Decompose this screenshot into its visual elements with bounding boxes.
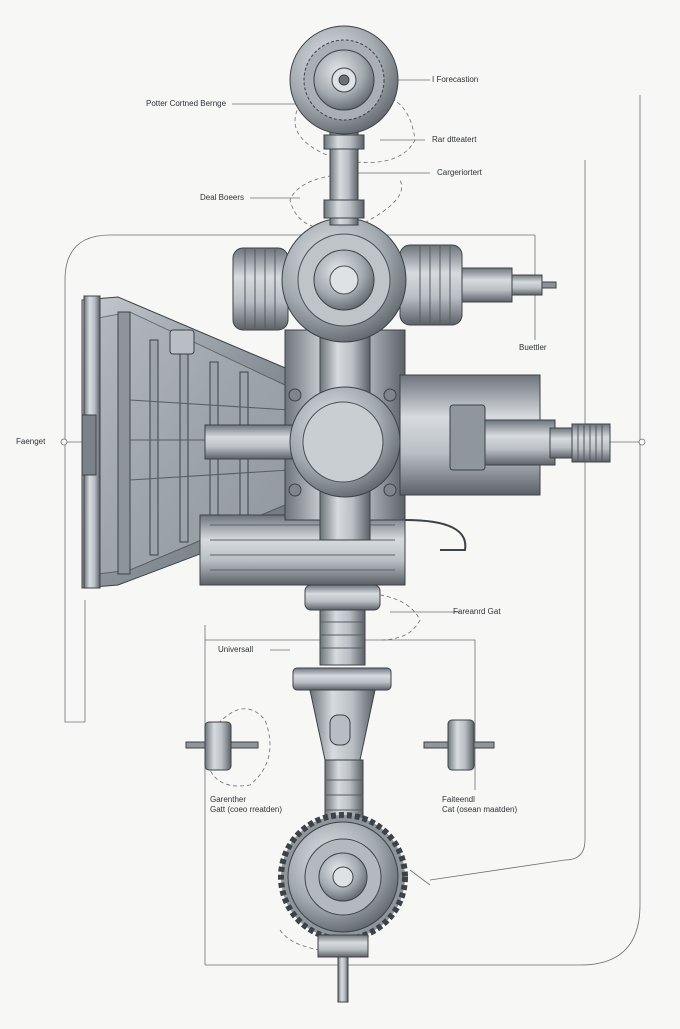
bottom-gear (278, 812, 408, 1003)
dashed-leaders (204, 94, 421, 951)
leader-terminals (60, 438, 646, 446)
label-universall: Universall (218, 645, 254, 654)
right-small-gear (423, 719, 495, 771)
label-faiteendl: Faiteendl Cat (osean maatden) (442, 795, 518, 814)
label-buettler: Buettler (519, 343, 547, 352)
left-small-gear (185, 721, 259, 771)
upper-housing (232, 217, 557, 343)
lower-housing (199, 514, 467, 586)
label-faenget: Faenget (16, 437, 46, 446)
center-housing (204, 299, 556, 541)
label-fareanrd-gat: Fareanrd Gat (453, 607, 501, 616)
label-potter-cortned-bernge: Potter Cortned Bernge (146, 99, 227, 108)
label-i-forecastion: I Forecastion (432, 75, 479, 84)
top-shaft (323, 124, 365, 226)
top-gear (289, 25, 399, 135)
output-shaft (549, 423, 611, 463)
label-rar-dtteatert: Rar dtteatert (432, 135, 477, 144)
label-cargeriortert: Cargeriortert (437, 168, 482, 177)
label-deal-boeers: Deal Boeers (200, 193, 245, 202)
label-garenther: Garenther Gatt (coeo rreatden) (210, 795, 283, 814)
lower-shaft (292, 584, 392, 821)
